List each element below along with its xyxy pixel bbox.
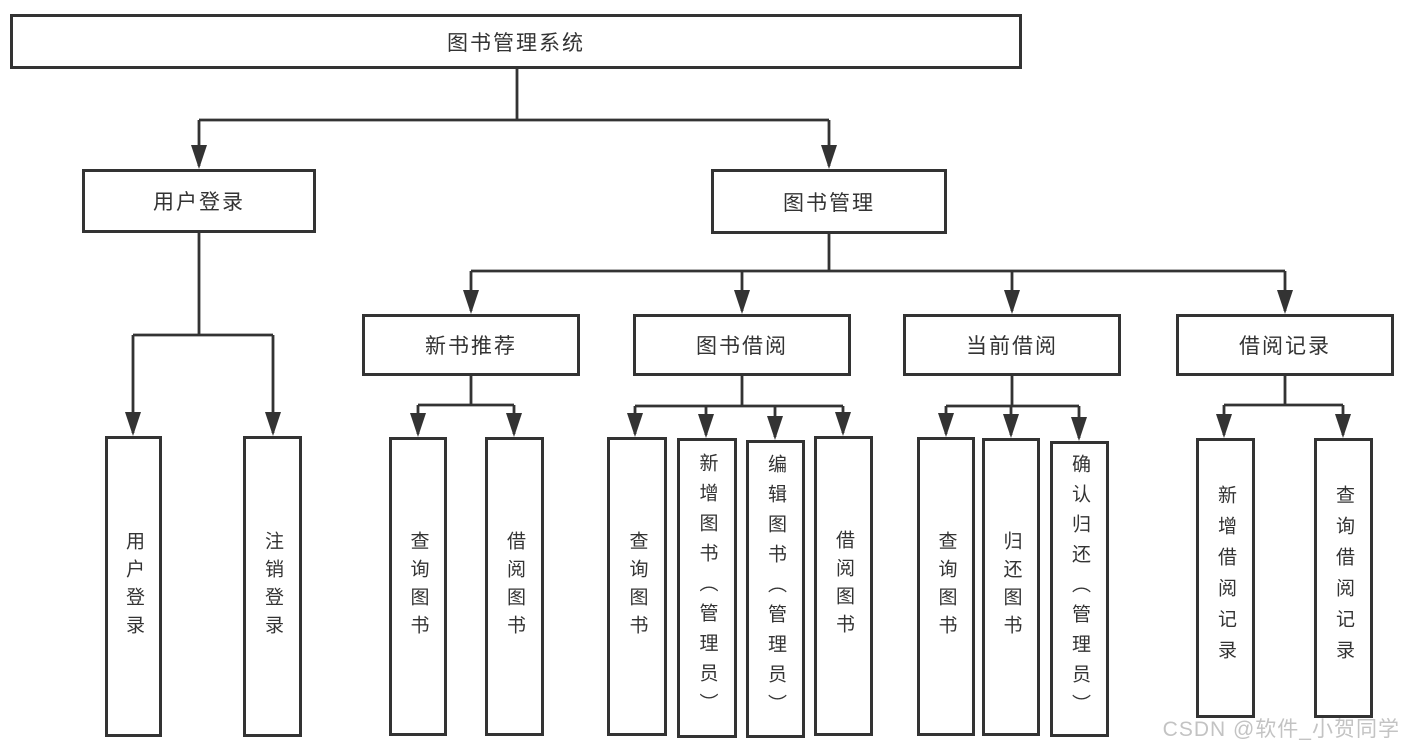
leaf-query-borrow-record: 查询借阅记录 bbox=[1314, 438, 1373, 718]
node-book-borrow: 图书借阅 bbox=[633, 314, 851, 376]
leaf-borrow-books-recommend: 借阅图书 bbox=[485, 437, 544, 736]
node-borrow-records: 借阅记录 bbox=[1176, 314, 1394, 376]
leaf-query-books-recommend: 查询图书 bbox=[389, 437, 447, 736]
node-library-system: 图书管理系统 bbox=[10, 14, 1022, 69]
leaf-logout: 注销登录 bbox=[243, 436, 302, 737]
csdn-watermark: CSDN @软件_小贺同学 bbox=[1162, 718, 1400, 741]
arrowheads bbox=[125, 145, 1351, 441]
leaf-query-books-borrow: 查询图书 bbox=[607, 437, 667, 736]
node-current-borrow: 当前借阅 bbox=[903, 314, 1121, 376]
node-user-login: 用户登录 bbox=[82, 169, 316, 233]
node-new-book-recommend: 新书推荐 bbox=[362, 314, 580, 376]
leaf-user-login: 用户登录 bbox=[105, 436, 162, 737]
leaf-add-book-admin: 新增图书（管理员） bbox=[677, 438, 737, 738]
leaf-add-borrow-record: 新增借阅记录 bbox=[1196, 438, 1255, 718]
leaf-confirm-return-admin: 确认归还（管理员） bbox=[1050, 441, 1109, 737]
leaf-edit-book-admin: 编辑图书（管理员） bbox=[746, 440, 805, 738]
leaf-query-books-current: 查询图书 bbox=[917, 437, 975, 736]
leaf-borrow-books: 借阅图书 bbox=[814, 436, 873, 736]
node-book-management: 图书管理 bbox=[711, 169, 947, 234]
leaf-return-book: 归还图书 bbox=[982, 438, 1040, 736]
